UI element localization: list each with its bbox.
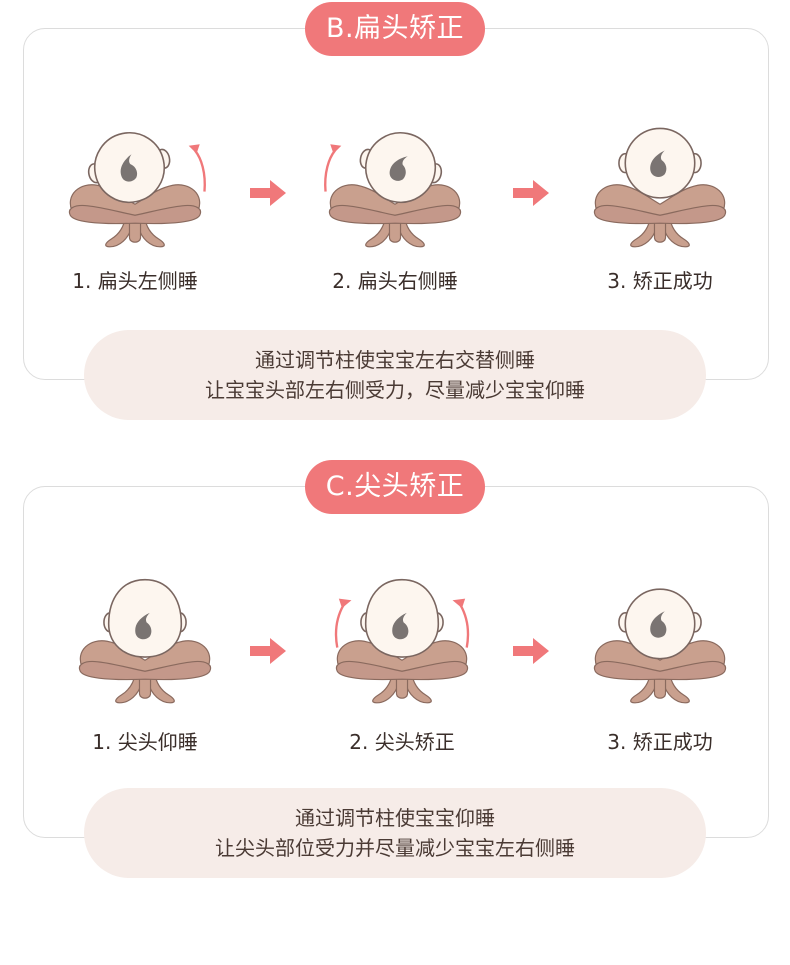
arrow-right-icon [250,180,286,206]
step-1-illustration: 1. 扁头左侧睡 [35,100,235,290]
instruction-note: 通过调节柱使宝宝左右交替侧睡 让宝宝头部左右侧受力，尽量减少宝宝仰睡 [84,330,706,420]
arrow-right-icon [513,180,549,206]
step-label: 2. 扁头右侧睡 [295,265,495,294]
step-label: 3. 矫正成功 [560,726,760,755]
baby-head-right-tilt-icon [295,100,495,250]
section-title: C.尖头矫正 [305,460,485,514]
step-label: 2. 尖头矫正 [302,726,502,755]
baby-head-pointed-correcting-icon [302,556,502,706]
step-3-illustration: 3. 矫正成功 [560,100,760,290]
arrow-right-icon [250,638,286,664]
section-title: B.扁头矫正 [305,2,485,56]
step-label: 1. 尖头仰睡 [45,726,245,755]
step-2-illustration: 2. 尖头矫正 [302,556,502,746]
note-line-2: 让宝宝头部左右侧受力，尽量减少宝宝仰睡 [84,375,706,405]
note-line-2: 让尖头部位受力并尽量减少宝宝左右侧睡 [84,833,706,863]
arrow-right-icon [513,638,549,664]
instruction-note: 通过调节柱使宝宝仰睡 让尖头部位受力并尽量减少宝宝左右侧睡 [84,788,706,878]
section-pointed-head: C.尖头矫正 1. 尖头仰睡 2. 尖头矫正 [0,460,790,880]
section-flat-head: B.扁头矫正 1. 扁头左侧睡 2. [0,0,790,420]
baby-head-pointed-icon [45,556,245,706]
step-2-illustration: 2. 扁头右侧睡 [295,100,495,290]
step-label: 3. 矫正成功 [560,265,760,294]
baby-head-centered-icon [560,100,760,250]
note-line-1: 通过调节柱使宝宝左右交替侧睡 [84,345,706,375]
step-label: 1. 扁头左侧睡 [35,265,235,294]
baby-head-left-tilt-icon [35,100,235,250]
step-1-illustration: 1. 尖头仰睡 [45,556,245,746]
note-line-1: 通过调节柱使宝宝仰睡 [84,803,706,833]
step-3-illustration: 3. 矫正成功 [560,556,760,746]
baby-head-centered-icon [560,556,760,706]
